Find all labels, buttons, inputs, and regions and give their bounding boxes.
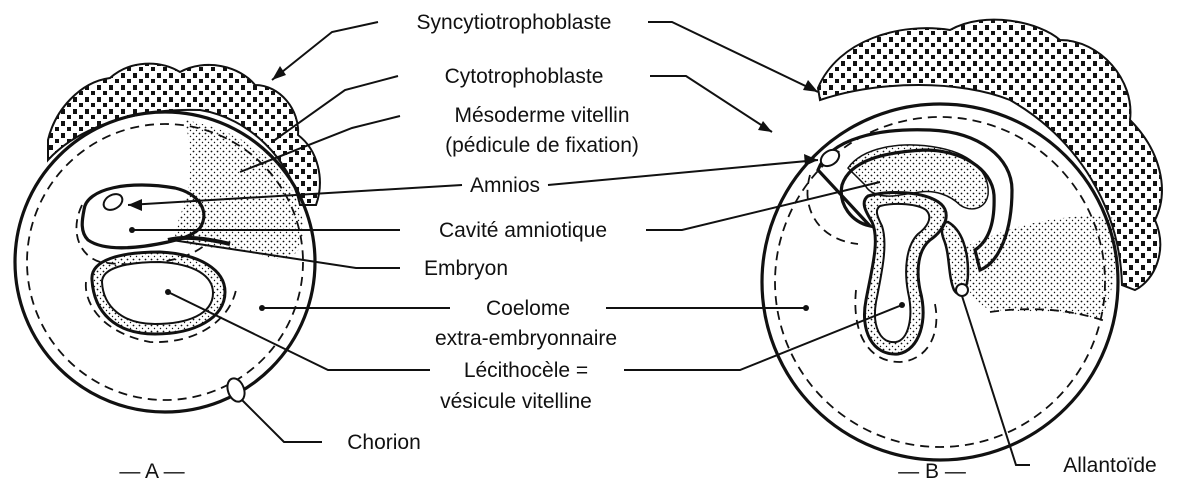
label-lecithocele: Lécithocèle = xyxy=(464,359,588,382)
figure-label-a: — A — xyxy=(119,460,184,483)
label-mesoderme-vitellin: Mésoderme vitellin xyxy=(454,104,629,127)
figure-a xyxy=(15,64,320,412)
label-embryon: Embryon xyxy=(424,257,508,280)
allantois-b xyxy=(942,222,968,294)
figure-label-b: — B — xyxy=(898,460,966,483)
label-allantoide: Allantoïde xyxy=(1063,454,1156,477)
label-pedicule-fixation: (pédicule de fixation) xyxy=(445,134,639,157)
yolk-sac-inner-a xyxy=(102,262,213,324)
label-cavite-amniotique: Cavité amniotique xyxy=(439,219,607,242)
label-cytotrophoblaste: Cytotrophoblaste xyxy=(445,65,604,88)
label-extra-embryonnaire: extra-embryonnaire xyxy=(435,327,617,350)
label-amnios: Amnios xyxy=(470,174,540,197)
label-coelome: Coelome xyxy=(486,297,570,320)
label-vesicule-vitelline: vésicule vitelline xyxy=(440,390,592,413)
label-chorion: Chorion xyxy=(347,431,421,454)
allantois-marker-b xyxy=(956,284,968,296)
amnios-marker-a xyxy=(101,191,125,213)
figure-b xyxy=(762,20,1162,460)
label-syncytiotrophoblaste: Syncytiotrophoblaste xyxy=(417,11,612,34)
